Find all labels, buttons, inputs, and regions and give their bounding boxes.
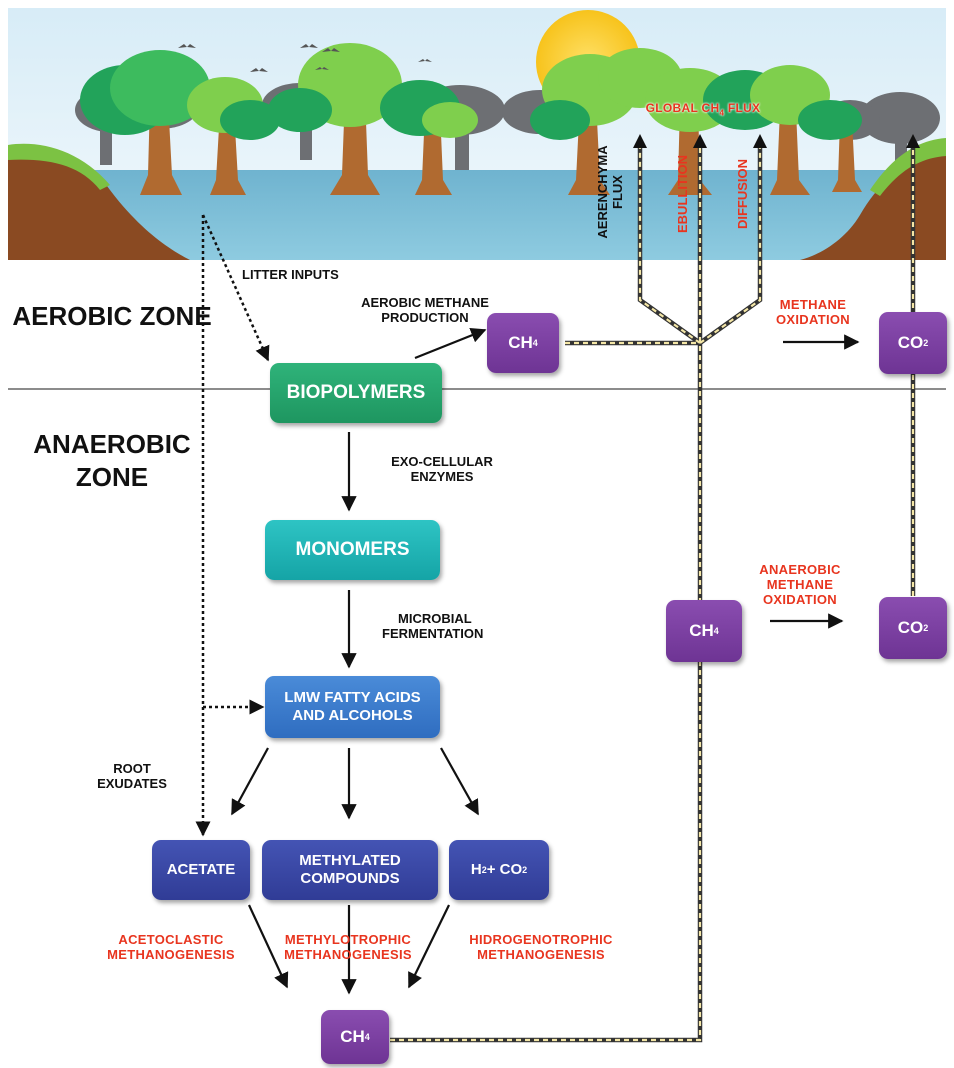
root-line-1: ROOT [113, 761, 151, 776]
exo-line-2: ENZYMES [410, 468, 474, 484]
aerobic-prod-line-2: PRODUCTION [381, 309, 469, 325]
microbial-line-1: MICROBIAL [398, 611, 472, 626]
aerobic-methane-production-label: AEROBIC METHANE PRODUCTION [340, 295, 510, 326]
acetoclastic-line-1: ACETOCLASTIC [118, 932, 224, 947]
co2-subscript: 2 [522, 864, 528, 875]
methylotrophic-line-2: METHANOGENESIS [284, 946, 412, 962]
acetoclastic-methanogenesis-label: ACETOCLASTIC METHANOGENESIS [96, 932, 246, 963]
tree-canopies [80, 43, 862, 140]
lmw-line-1: LMW FATTY ACIDS [284, 689, 421, 706]
co2-subscript: 2 [923, 622, 929, 633]
acetoclastic-line-2: METHANOGENESIS [107, 946, 235, 962]
co2-text: + CO [486, 861, 523, 878]
co2-text: CO [897, 332, 924, 352]
anaer-ox-line-1: ANAEROBIC [759, 562, 841, 577]
right-grass [870, 138, 946, 196]
methylated-line-1: METHYLATED [299, 852, 401, 869]
acetate-node: ACETATE [152, 840, 250, 900]
h2-text: H [470, 861, 482, 878]
aerenchyma-flux-label: AERENCHYMA FLUX [595, 142, 628, 242]
diffusion-label: DIFFUSION [735, 158, 750, 230]
hidrogenotrophic-methanogenesis-label: HIDROGENOTROPHIC METHANOGENESIS [452, 932, 630, 963]
lmw-line-2: AND ALCOHOLS [292, 707, 413, 724]
hidrogenotrophic-line-2: METHANOGENESIS [477, 946, 605, 962]
methane-ox-line-1: METHANE [779, 297, 847, 312]
global-flux-text-2: FLUX [724, 101, 761, 115]
methylated-line-2: COMPOUNDS [300, 870, 400, 887]
bird-icons [178, 44, 432, 72]
microbial-fermentation-label: MICROBIAL FERMENTATION [382, 611, 522, 642]
right-soil-bank [800, 150, 946, 260]
lmw-fatty-acids-node: LMW FATTY ACIDS AND ALCOHOLS [265, 676, 440, 738]
ch4-text: CH [689, 620, 714, 640]
left-grass [8, 143, 110, 190]
aerenchyma-line-2: FLUX [609, 175, 625, 209]
litter-inputs-label: LITTER INPUTS [242, 267, 339, 282]
methylated-compounds-node: METHYLATED COMPOUNDS [262, 840, 438, 900]
methane-ox-line-2: OXIDATION [776, 311, 850, 327]
exo-cellular-enzymes-label: EXO-CELLULAR ENZYMES [372, 454, 512, 485]
methylotrophic-line-1: METHYLOTROPHIC [284, 932, 412, 947]
ch4-subscript: 4 [364, 1031, 370, 1042]
exo-line-1: EXO-CELLULAR [391, 454, 493, 469]
root-line-2: EXUDATES [97, 775, 167, 791]
global-flux-subscript: 4 [719, 108, 725, 118]
anaerobic-methane-oxidation-label: ANAEROBIC METHANE OXIDATION [745, 562, 855, 608]
h2-subscript: 2 [481, 864, 487, 875]
monomers-node: MONOMERS [265, 520, 440, 580]
solid-arrows [231, 327, 860, 995]
methylotrophic-methanogenesis-label: METHYLOTROPHIC METHANOGENESIS [268, 932, 428, 963]
co2-text: CO [897, 617, 924, 637]
co2-subscript: 2 [923, 337, 929, 348]
ch4-subscript: 4 [713, 625, 719, 636]
global-ch4-flux-label: GLOBAL CH4 FLUX [618, 101, 788, 118]
ch4-text: CH [508, 332, 533, 352]
dotted-arrows [195, 214, 270, 837]
global-flux-text: GLOBAL CH [645, 101, 720, 115]
methane-oxidation-label: METHANE OXIDATION [758, 297, 868, 328]
anaer-ox-line-3: OXIDATION [763, 591, 837, 607]
ch4-text: CH [340, 1026, 365, 1046]
anaer-ox-line-2: METHANE [766, 576, 834, 592]
ebullition-label: EBULLITION [675, 155, 690, 233]
aerobic-prod-line-1: AEROBIC METHANE [361, 295, 489, 310]
aerenchyma-line-1: AERENCHYMA [595, 145, 610, 239]
flux-paths [390, 134, 920, 1043]
ch4-subscript: 4 [532, 337, 538, 348]
anaerobic-zone-label: ANAEROBIC ZONE [33, 429, 191, 492]
root-exudates-label: ROOT EXUDATES [82, 761, 182, 792]
biopolymers-node: BIOPOLYMERS [270, 363, 442, 423]
microbial-line-2: FERMENTATION [382, 625, 484, 641]
left-soil-bank [8, 150, 190, 260]
hidrogenotrophic-line-1: HIDROGENOTROPHIC [469, 932, 613, 947]
aerobic-zone-label: AEROBIC ZONE [12, 301, 212, 331]
